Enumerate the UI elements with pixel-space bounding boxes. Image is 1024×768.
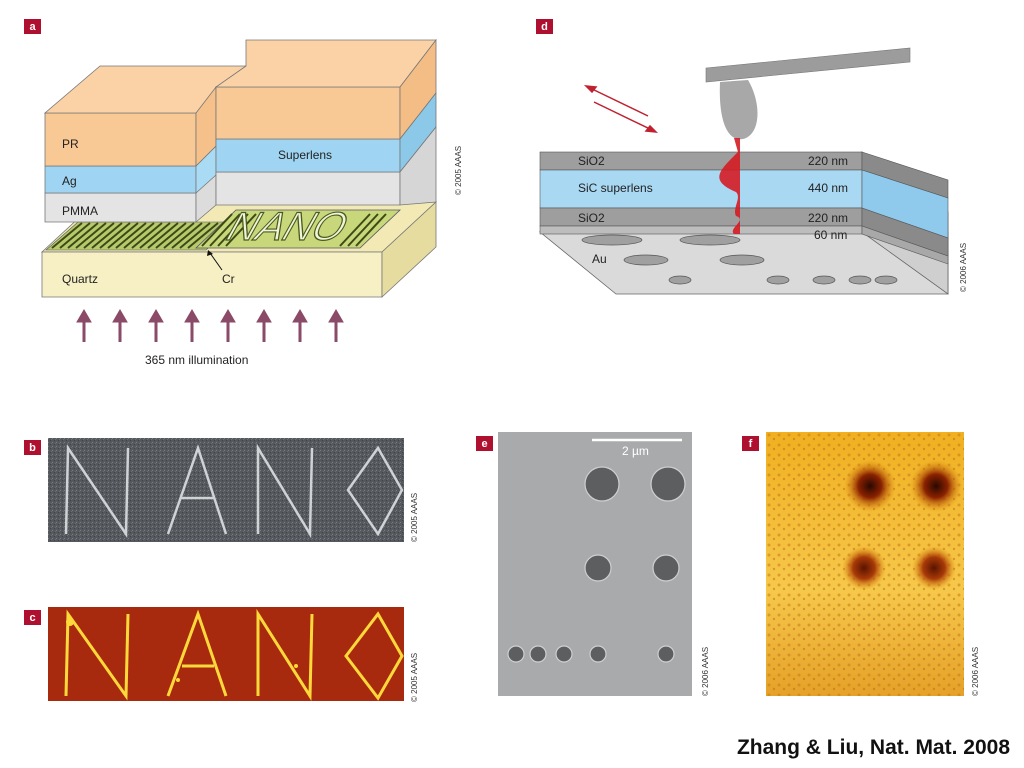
afm-background [48,607,404,701]
layer-name-1: SiC superlens [578,181,653,195]
cr-grating-lines [51,222,219,249]
layer-sic [539,169,863,209]
scale-bar-label: 2 µm [622,444,649,458]
panel-e-tag: e [476,436,493,451]
copyright-d: © 2006 AAAS [959,243,968,292]
pmma-side [399,125,437,206]
quartz-side [381,201,437,298]
panel-f-tag: f [742,436,759,451]
sem-hole-array: 2 µm © 2006 AAAS [498,432,710,696]
au-discs [581,234,898,285]
scan-arrows [583,85,659,133]
copyright-e: © 2006 AAAS [701,647,710,696]
panel-b-tag: b [24,440,41,455]
layer-side-60nm [861,225,949,265]
label-au: Au [592,252,607,266]
afm-cantilever [705,47,911,83]
layer-thickness-1: 440 nm [808,181,848,195]
citation-credit: Zhang & Liu, Nat. Mat. 2008 [736,736,1010,759]
pr-right-top [214,39,437,88]
layer-name-0: SiO2 [578,154,605,168]
label-pmma: PMMA [62,204,98,218]
copyright-a: © 2005 AAAS [454,146,463,195]
label-ag: Ag [62,174,77,188]
afm-bright-spots [66,618,298,682]
pmma-right-wall [215,171,401,206]
afm-tip [719,80,758,140]
panel-c-tag: c [24,610,41,625]
copyright-c: © 2005 AAAS [410,653,419,702]
afm-nano-image: © 2005 AAAS [48,607,419,702]
illumination-arrows [76,309,344,342]
sic-superlens-schematic: SiO2 220 nm SiC superlens 440 nm SiO2 22… [538,47,968,295]
pr-right-front [215,86,401,140]
panel-d-tag: d [536,19,553,34]
label-superlens: Superlens [278,148,332,162]
superlens-schematic: NANO PR Ag PMMA Superlens Quartz Cr 365 … [40,38,463,367]
cr-pointer [209,252,223,271]
sem-background [48,438,404,542]
label-quartz: Quartz [62,272,98,286]
label-pr: PR [62,137,79,151]
layer-name-2: SiO2 [578,211,605,225]
nearfield-optical-image: © 2006 AAAS [766,432,980,696]
layer-thickness-0: 220 nm [808,154,848,168]
copyright-f: © 2006 AAAS [971,647,980,696]
sem-holes [507,466,686,663]
cr-pointer-head [207,250,213,256]
sem-nano-letters [64,443,404,539]
nano-grating-right [201,213,387,247]
copyright-b: © 2005 AAAS [410,493,419,542]
label-cr: Cr [222,272,235,286]
field-profile [719,138,740,234]
layer-thickness-3: 60 nm [814,228,847,242]
sem-nano-image: © 2005 AAAS [48,438,419,542]
panel-a-tag: a [24,19,41,34]
illumination-label: 365 nm illumination [145,353,248,367]
nano-mask-letters: NANO [222,204,354,249]
nsom-spots [842,460,962,590]
afm-nano-letters [64,608,404,701]
layer-thickness-2: 220 nm [808,211,848,225]
